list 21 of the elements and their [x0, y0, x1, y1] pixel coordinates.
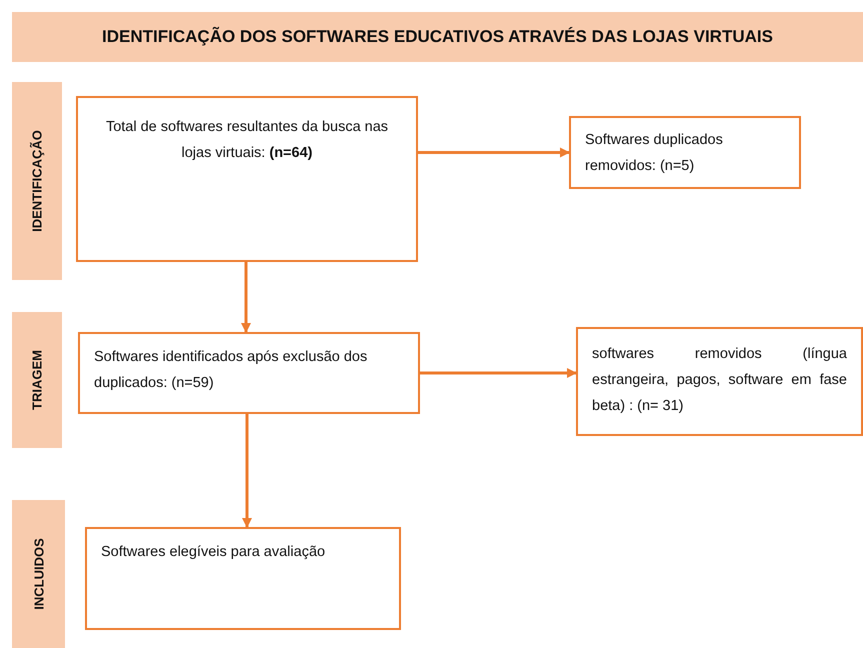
box-text: Softwares duplicados removidos: (n=5) [585, 131, 724, 176]
process-box [85, 527, 401, 630]
process-box [76, 96, 418, 262]
box-text: Softwares elegíveis para avaliação [101, 543, 326, 562]
arrow [241, 262, 251, 333]
stage-band [12, 82, 62, 280]
stage-label: TRIAGEM [30, 350, 44, 410]
stage-band [12, 500, 65, 648]
box-text: softwares removidos (língua estrangeira, pagos, software em fase beta) : (n= 31) [592, 345, 847, 416]
stage-label: IDENTIFICAÇÃO [30, 130, 44, 232]
box-text: Softwares identificados após exclusão dos duplicados: (n=59) [94, 348, 368, 393]
title: IDENTIFICAÇÃO DOS SOFTWARES EDUCATIVOS ATRAVÉS DAS LOJAS VIRTUAIS [102, 27, 773, 47]
stage-band [12, 312, 62, 448]
process-box [78, 332, 420, 414]
arrow [242, 414, 252, 528]
box-text: Total de softwares resultantes da busca nas lojas virtuais: (n=64) [104, 118, 390, 163]
stage-label: INCLUIDOS [31, 538, 46, 610]
process-box [576, 327, 863, 436]
arrow [418, 148, 570, 158]
process-box [569, 116, 801, 189]
arrow [420, 368, 577, 378]
